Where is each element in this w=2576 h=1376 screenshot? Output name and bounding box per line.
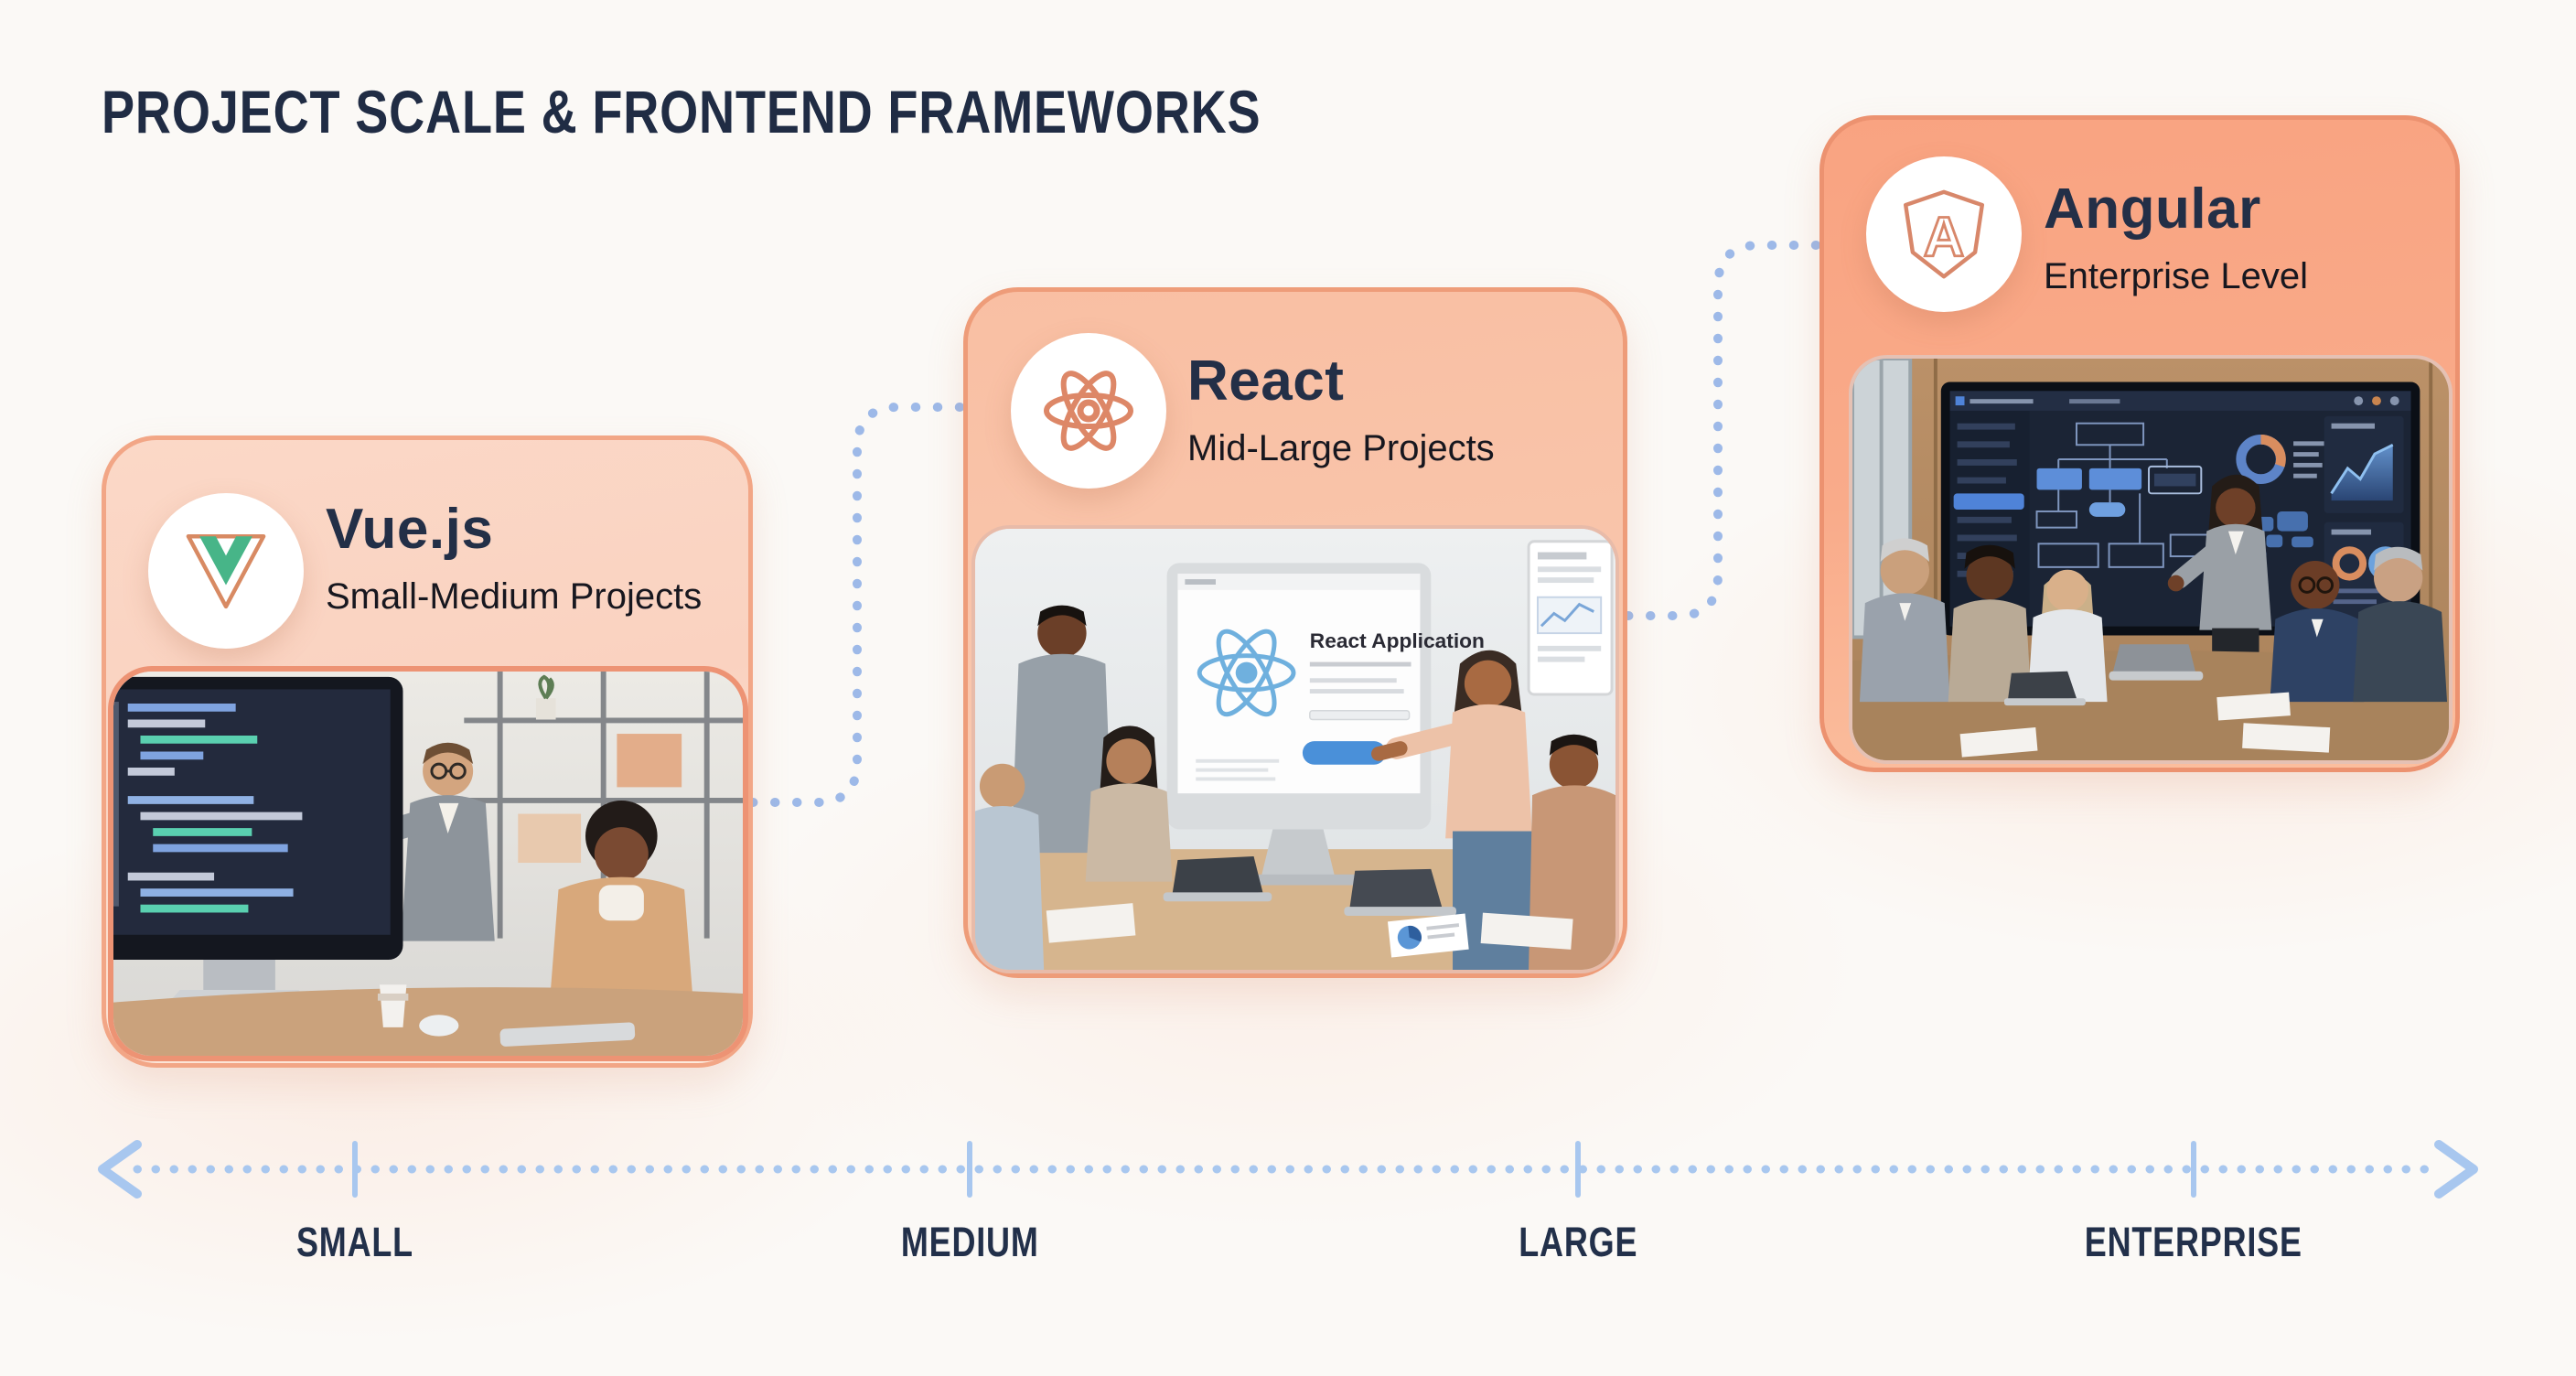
- axis-label-medium: MEDIUM: [900, 1219, 1039, 1265]
- vuejs-logo-badge: [148, 493, 304, 649]
- axis-label-enterprise: ENTERPRISE: [2084, 1219, 2303, 1265]
- card-vuejs: Vue.js Small-Medium Projects: [102, 435, 753, 1068]
- framework-name-vuejs: Vue.js: [326, 498, 494, 561]
- axis-arrow-left-icon: [98, 1140, 142, 1199]
- framework-name-angular: Angular: [2044, 177, 2261, 241]
- photo-vue-team-art: [113, 672, 743, 1056]
- angular-logo-icon: A: [1904, 189, 1984, 279]
- card-angular: A Angular Enterprise Level: [1819, 115, 2460, 772]
- person-seated-left-far: [975, 763, 1045, 970]
- person-seated-woman-left: [1085, 726, 1173, 882]
- meeting-table-items: [1959, 644, 2331, 758]
- person-exec-2: [1948, 544, 2032, 703]
- imac-react-screen: React Application: [1166, 563, 1485, 886]
- code-monitor: [113, 676, 403, 1005]
- framework-scale-react: Mid-Large Projects: [1187, 428, 1495, 468]
- framework-scale-angular: Enterprise Level: [2044, 256, 2309, 296]
- dashboard-screen: [1940, 382, 2420, 636]
- laptops-on-table: [1046, 856, 1573, 958]
- photo-react-team: React Application: [971, 525, 1619, 973]
- whiteboard: [1527, 540, 1614, 696]
- svg-text:A: A: [1924, 206, 1964, 269]
- plant-icon: [535, 674, 556, 720]
- photo-angular-boardroom: [1849, 355, 2453, 764]
- vuejs-logo-icon: [186, 534, 266, 609]
- angular-logo-badge: A: [1866, 156, 2022, 312]
- person-exec-1: [1859, 538, 1950, 703]
- person-standing-left: [1011, 605, 1113, 854]
- react-logo-on-screen: [1197, 629, 1296, 717]
- person-exec-5: [2353, 546, 2448, 703]
- framework-name-react: React: [1187, 349, 1345, 413]
- person-presenter: [2167, 474, 2272, 706]
- person-exec-4: [2270, 560, 2365, 703]
- photo-vue-team: [108, 666, 748, 1061]
- connector-react-angular: [1624, 241, 1822, 620]
- page-title: PROJECT SCALE & FRONTEND FRAMEWORKS: [102, 78, 1261, 145]
- axis-label-small: SMALL: [295, 1219, 413, 1265]
- axis-label-large: LARGE: [1519, 1219, 1637, 1265]
- react-logo-badge: [1011, 333, 1166, 489]
- photo-react-team-art: React Application: [975, 529, 1615, 970]
- scale-axis: [98, 1140, 2478, 1199]
- react-logo-icon: [1044, 371, 1133, 451]
- card-react: React Mid-Large Projects: [963, 287, 1627, 978]
- person-seated-right: [549, 800, 693, 1005]
- connector-vue-react: [748, 403, 966, 807]
- screen-title-text: React Application: [1310, 629, 1485, 652]
- coffee-cup-icon: [377, 984, 409, 1027]
- photo-angular-boardroom-art: [1852, 359, 2449, 760]
- axis-arrow-right-icon: [2434, 1140, 2478, 1199]
- framework-scale-vuejs: Small-Medium Projects: [326, 576, 703, 617]
